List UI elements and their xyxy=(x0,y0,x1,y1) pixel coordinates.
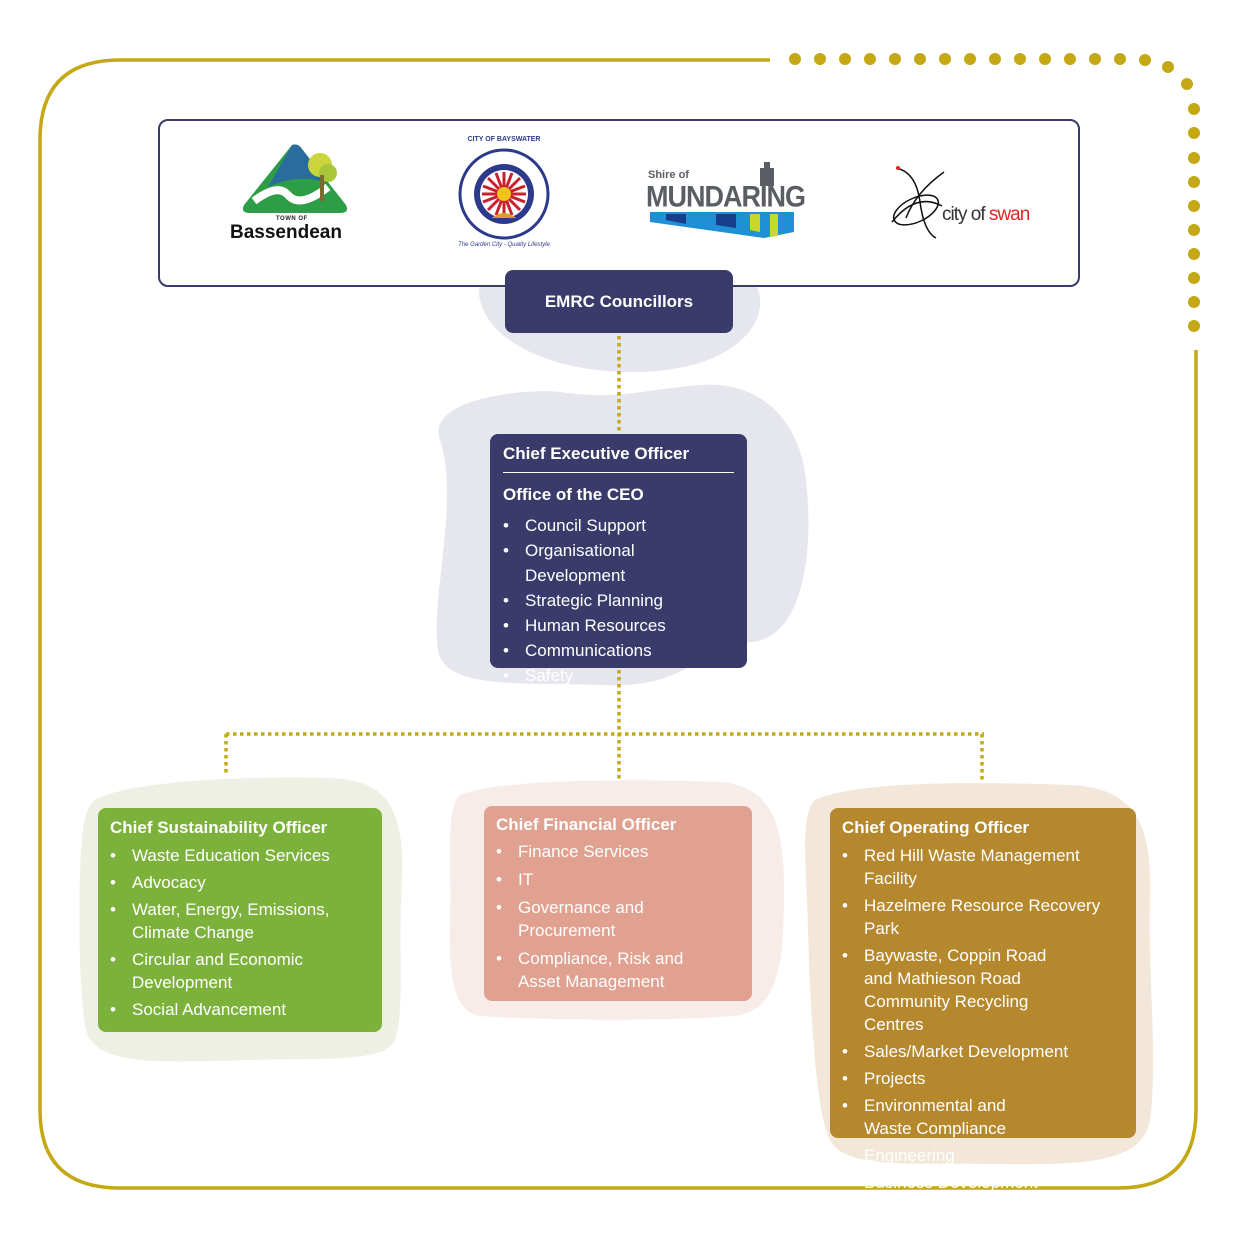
sustainability-box: Chief Sustainability Officer Waste Educa… xyxy=(98,808,382,1032)
bassendean-name: Bassendean xyxy=(230,222,342,243)
financial-item: Governance and Procurement xyxy=(496,896,740,942)
bayswater-logo: CITY OF BAYSWATER The Garden City - Qual… xyxy=(458,136,550,248)
ceo-items: Council Support Organisational Developme… xyxy=(503,513,734,688)
bayswater-seal-icon xyxy=(458,148,550,240)
bayswater-ring-bottom: The Garden City - Quality Lifestyle xyxy=(458,242,550,248)
ceo-subtitle: Office of the CEO xyxy=(503,485,644,504)
sustainability-title: Chief Sustainability Officer xyxy=(110,818,328,837)
frame-dots xyxy=(789,53,1200,332)
operating-item: Environmental and Waste Compliance xyxy=(842,1094,1124,1140)
financial-item: Finance Services xyxy=(496,840,740,863)
connector-lines xyxy=(224,336,984,780)
ceo-item: Communications xyxy=(503,638,734,663)
mundaring-name: MUNDARING xyxy=(646,180,806,213)
operating-item: Projects xyxy=(842,1067,1124,1090)
swan-logo: city of swan xyxy=(886,162,1036,242)
operating-box: Chief Operating Officer Red Hill Waste M… xyxy=(830,808,1136,1194)
bassendean-emblem-icon xyxy=(242,144,348,213)
operating-title: Chief Operating Officer xyxy=(842,818,1030,837)
operating-item: Sales/Market Development xyxy=(842,1040,1124,1063)
sustainability-items: Waste Education Services Advocacy Water,… xyxy=(110,844,370,1021)
sustainability-item: Advocacy xyxy=(110,871,370,894)
sustainability-item: Waste Education Services xyxy=(110,844,370,867)
ceo-box: Chief Executive Officer Office of the CE… xyxy=(490,434,747,688)
outer-frame xyxy=(38,58,1198,1190)
sustainability-item: Water, Energy, Emissions, Climate Change xyxy=(110,898,370,944)
operating-item: Baywaste, Coppin Road and Mathieson Road… xyxy=(842,944,1124,1036)
ceo-item: Human Resources xyxy=(503,613,734,638)
ceo-item: Organisational Development xyxy=(503,538,734,588)
financial-box: Chief Financial Officer Finance Services… xyxy=(484,806,752,1001)
operating-item: Hazelmere Resource Recovery Park xyxy=(842,894,1124,940)
financial-item: IT xyxy=(496,868,740,891)
operating-item: Engineering xyxy=(842,1144,1124,1167)
sustainability-item: Social Advancement xyxy=(110,998,370,1021)
emrc-councillors-box: EMRC Councillors xyxy=(505,270,733,333)
swan-name: swan xyxy=(988,204,1030,225)
financial-title: Chief Financial Officer xyxy=(496,815,677,834)
mundaring-logo: Shire of MUNDARING xyxy=(646,162,806,240)
operating-item: Red Hill Waste Management Facility xyxy=(842,844,1124,890)
sustainability-item: Circular and Economic Development xyxy=(110,948,370,994)
operating-items: Red Hill Waste Management Facility Hazel… xyxy=(842,844,1124,1194)
ceo-item: Council Support xyxy=(503,513,734,538)
mundaring-emblem-icon xyxy=(650,162,794,238)
swan-prefix: city of xyxy=(942,204,989,225)
bassendean-small-text: TOWN OF xyxy=(276,216,308,222)
bayswater-ring-top: CITY OF BAYSWATER xyxy=(467,136,541,143)
bassendean-logo: TOWN OF Bassendean xyxy=(228,143,360,247)
ceo-item: Strategic Planning xyxy=(503,588,734,613)
financial-item: Compliance, Risk and Asset Management xyxy=(496,947,740,993)
ceo-title: Chief Executive Officer xyxy=(503,444,734,473)
ceo-item: Safety xyxy=(503,663,734,688)
swan-emblem-icon xyxy=(891,166,945,239)
operating-item: Business Development xyxy=(842,1171,1124,1194)
mundaring-small-text: Shire of xyxy=(648,169,689,181)
emrc-councillors-label: EMRC Councillors xyxy=(544,291,694,311)
financial-items: Finance Services IT Governance and Procu… xyxy=(496,840,740,993)
swan-wordmark: city of swan xyxy=(942,204,1030,226)
